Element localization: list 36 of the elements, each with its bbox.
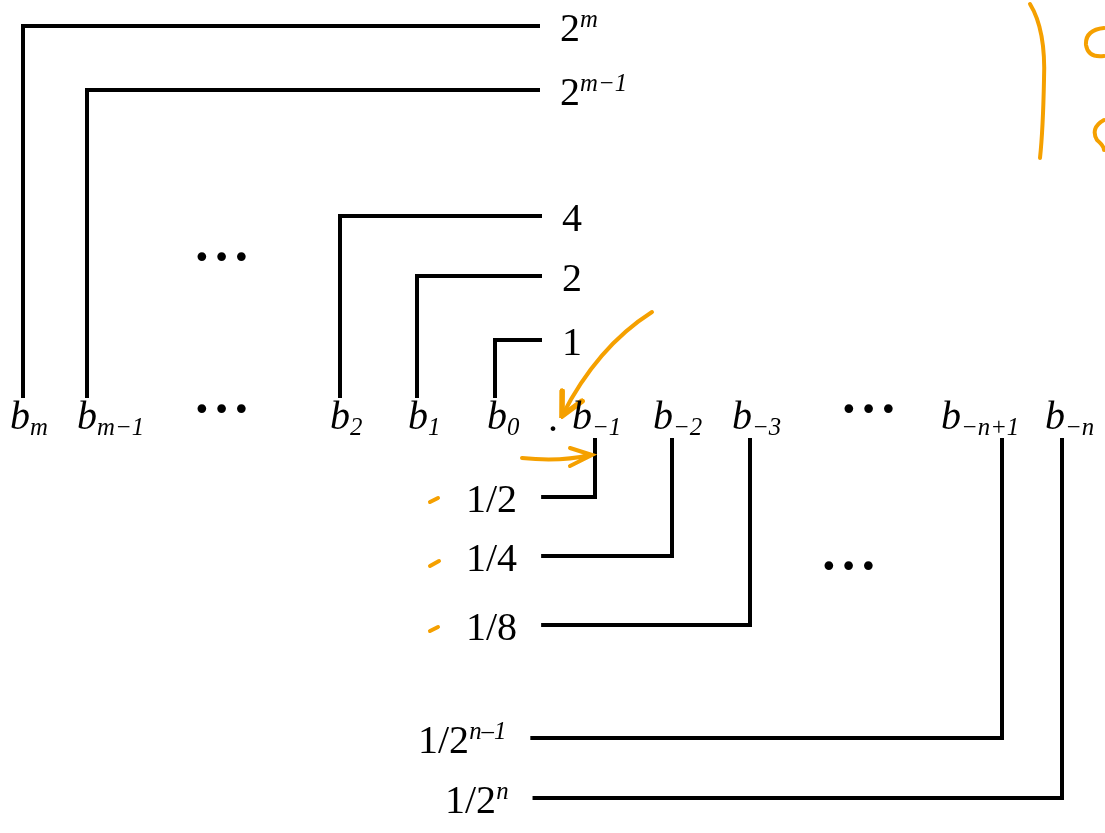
ellipsis: ••• xyxy=(820,552,880,582)
place-value-label: 4 xyxy=(562,198,582,238)
connector-line xyxy=(530,438,1004,740)
ellipsis: ••• xyxy=(193,395,253,425)
connector-line xyxy=(338,214,542,398)
place-value-label: 1 xyxy=(562,322,582,362)
bit-label: b$_{−n}$ xyxy=(1045,396,1095,436)
ellipsis: ••• xyxy=(840,395,900,425)
bit-label: b$_{−1}$ xyxy=(572,396,622,436)
place-value-label: 2$^{m}$ xyxy=(560,8,598,48)
connector-line xyxy=(541,438,597,499)
bit-label: b$_{1}$ xyxy=(408,396,441,436)
binary-point: . xyxy=(548,398,558,438)
place-value-label: 2$^{m−1}$ xyxy=(560,72,628,112)
bit-label: b$_{2}$ xyxy=(330,396,363,436)
connector-line xyxy=(415,274,542,398)
connector-line xyxy=(559,310,654,419)
bit-label: b$_{m−1}$ xyxy=(77,396,145,436)
place-value-label: 1/2 xyxy=(466,479,518,519)
bit-label: b$_{−n+1}$ xyxy=(941,396,1020,436)
place-value-label: 1/4 xyxy=(466,538,518,578)
bit-label: b$_{−2}$ xyxy=(653,396,703,436)
bit-label: b$_{0}$ xyxy=(487,396,520,436)
connector-line xyxy=(493,338,542,398)
place-value-label: 1/2$^{n}$ xyxy=(445,780,509,820)
place-value-label: 1/8 xyxy=(466,607,518,647)
bit-label: b$_{m}$ xyxy=(10,396,48,436)
place-value-label: 1/2$^{n–1}$ xyxy=(418,720,507,760)
connector-line xyxy=(85,88,540,398)
bit-label: b$_{−3}$ xyxy=(732,396,782,436)
connector-line xyxy=(21,24,540,398)
place-value-label: 2 xyxy=(562,258,582,298)
connector-line xyxy=(541,438,674,558)
connector-line xyxy=(541,438,752,627)
connector-line xyxy=(532,438,1064,800)
ellipsis: ••• xyxy=(193,243,253,273)
